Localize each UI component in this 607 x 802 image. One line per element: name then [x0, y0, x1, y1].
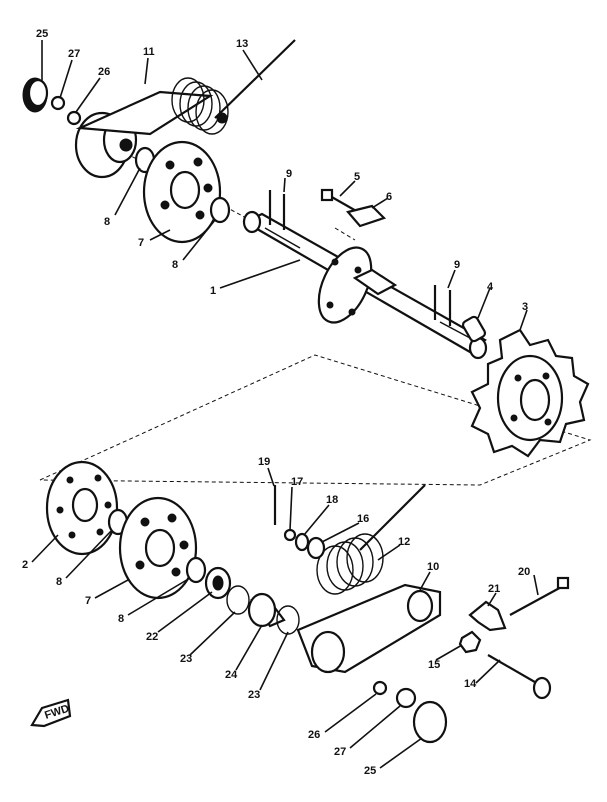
lower-wheel-assembly [45, 460, 570, 744]
callout-23-right: 23 [248, 689, 260, 701]
callout-3: 3 [522, 301, 528, 313]
callout-8-lower-a: 8 [56, 576, 62, 588]
callout-8-lower-b: 8 [118, 613, 124, 625]
callout-25-lower: 25 [364, 765, 376, 777]
callout-22: 22 [146, 631, 158, 643]
bolt-and-plate [320, 188, 387, 228]
callout-27-upper: 27 [68, 48, 80, 60]
callout-15: 15 [428, 659, 440, 671]
track-sprocket [470, 328, 590, 458]
callout-9-lower: 9 [454, 259, 460, 271]
callout-9-upper: 9 [286, 168, 292, 180]
collar [461, 315, 487, 343]
callout-26-upper: 26 [98, 66, 110, 78]
shaft-flange [317, 246, 398, 324]
callout-11: 11 [143, 46, 155, 58]
callout-24: 24 [225, 669, 238, 681]
callout-8-upper-b: 8 [172, 259, 178, 271]
pins-lower [433, 285, 452, 326]
leader-lines [31, 40, 539, 769]
pins-upper [268, 190, 286, 230]
upper-pulley-assembly [22, 39, 296, 244]
callout-4: 4 [487, 281, 494, 293]
callout-1: 1 [210, 285, 216, 297]
callout-18: 18 [326, 494, 338, 506]
callout-labels: 25 27 26 11 13 8 7 8 9 5 6 1 9 4 3 2 8 7… [22, 28, 530, 777]
callout-19: 19 [258, 456, 270, 468]
callout-7-upper: 7 [138, 237, 144, 249]
callout-26-lower: 26 [308, 729, 320, 741]
callout-14: 14 [464, 678, 477, 690]
forward-arrow-icon: FWD [30, 698, 72, 728]
callout-13: 13 [236, 38, 248, 50]
callout-17: 17 [291, 476, 303, 488]
callout-5: 5 [354, 171, 360, 183]
callout-25-upper: 25 [36, 28, 48, 40]
callout-10: 10 [427, 561, 439, 573]
callout-27-lower: 27 [334, 746, 346, 758]
callout-23-left: 23 [180, 653, 192, 665]
callout-21: 21 [488, 583, 500, 595]
callout-2: 2 [22, 559, 28, 571]
callout-20: 20 [518, 566, 530, 578]
callout-12: 12 [398, 536, 410, 548]
callout-8-upper-a: 8 [104, 216, 110, 228]
callout-6: 6 [386, 191, 392, 203]
callout-16: 16 [357, 513, 369, 525]
callout-7-lower: 7 [85, 595, 91, 607]
